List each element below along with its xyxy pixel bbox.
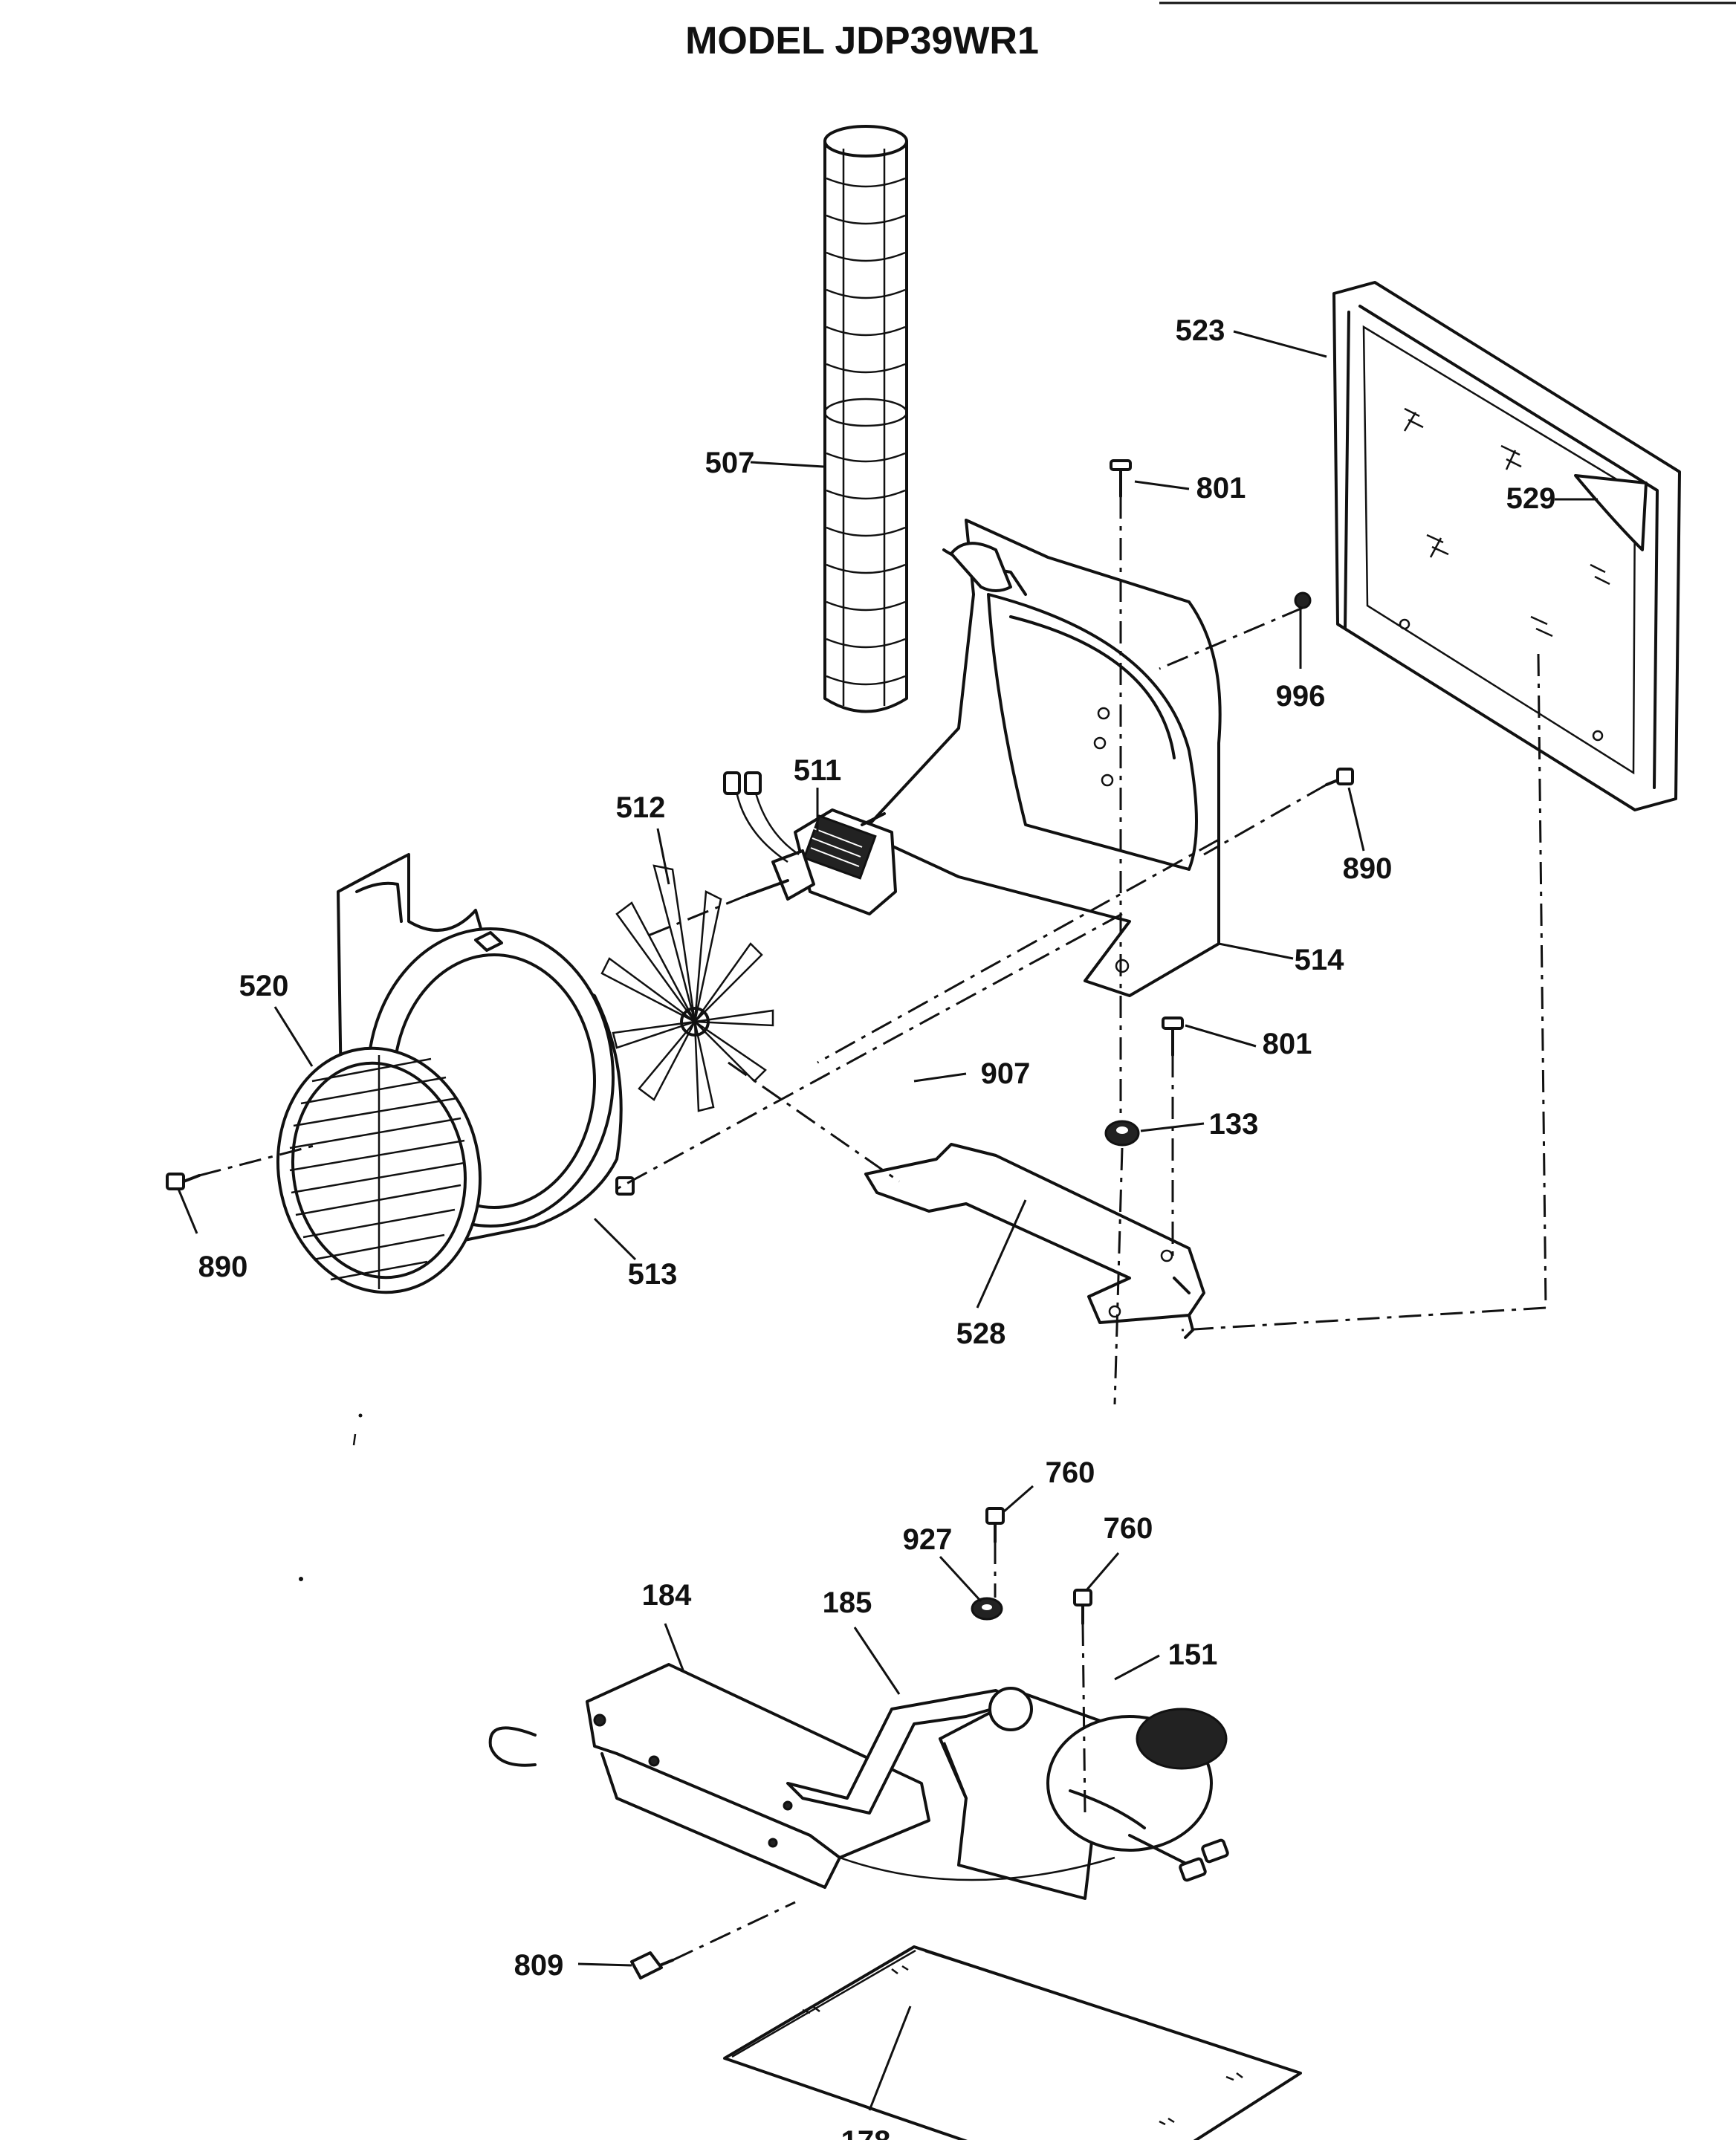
label-760-right: 760: [1104, 1512, 1153, 1545]
part-512-fan-blade: [600, 864, 774, 1112]
part-528-mounting-bracket: [864, 1143, 1205, 1339]
part-178-insulation-pad: [723, 1945, 1302, 2140]
assembly-lines: [198, 496, 1547, 1962]
label-185: 185: [823, 1586, 872, 1619]
scan-speck: [358, 1413, 363, 1418]
label-151: 151: [1168, 1638, 1218, 1671]
part-809-screw: [630, 1951, 674, 1980]
label-927: 927: [903, 1523, 953, 1556]
label-890-left: 890: [198, 1251, 248, 1283]
part-760-screw-left: [985, 1507, 1005, 1543]
part-514-blower-housing: [861, 519, 1222, 997]
label-512: 512: [616, 791, 666, 824]
label-907: 907: [981, 1057, 1031, 1090]
label-178: 178: [841, 2125, 891, 2140]
part-927-washer: [971, 1597, 1003, 1621]
label-809: 809: [514, 1949, 564, 1982]
part-760-screw-right: [1073, 1589, 1092, 1625]
label-523: 523: [1176, 314, 1225, 347]
label-760-top: 760: [1046, 1456, 1095, 1489]
part-184-support-bracket: [488, 1663, 930, 1889]
label-511: 511: [794, 754, 842, 787]
part-511-blower-motor: [723, 771, 897, 915]
label-528: 528: [956, 1317, 1006, 1350]
label-507: 507: [705, 447, 755, 479]
part-507-blower-wheel: [823, 125, 908, 713]
part-890-screw-right: [1325, 768, 1354, 786]
part-523-filter-frame: [1332, 281, 1681, 811]
label-529: 529: [1506, 482, 1556, 515]
scan-speck: [299, 1577, 303, 1581]
label-520: 520: [239, 970, 289, 1002]
part-801-screw-middle: [1162, 1016, 1184, 1057]
label-184: 184: [642, 1579, 692, 1612]
part-890-screw-left: [166, 1173, 201, 1190]
leader-lines: [177, 330, 1598, 2111]
part-labels: 507 523 529 801 996 511 512 890 514 520 …: [198, 314, 1556, 2140]
part-801-screw-top: [1110, 459, 1132, 498]
part-151-drive-motor: [839, 1687, 1229, 1900]
label-133: 133: [1209, 1108, 1259, 1141]
label-890-right: 890: [1343, 852, 1393, 885]
part-520-intake-grille: [276, 1046, 482, 1294]
label-801-top: 801: [1196, 472, 1246, 505]
scan-speck: [352, 1433, 357, 1446]
part-996-nut: [1294, 591, 1312, 609]
diagram-title: MODEL JDP39WR1: [685, 19, 1039, 62]
part-133-grommet: [1104, 1120, 1140, 1147]
label-514: 514: [1295, 944, 1344, 976]
label-513: 513: [628, 1258, 678, 1291]
label-801-middle: 801: [1263, 1028, 1312, 1060]
label-996: 996: [1276, 680, 1326, 713]
